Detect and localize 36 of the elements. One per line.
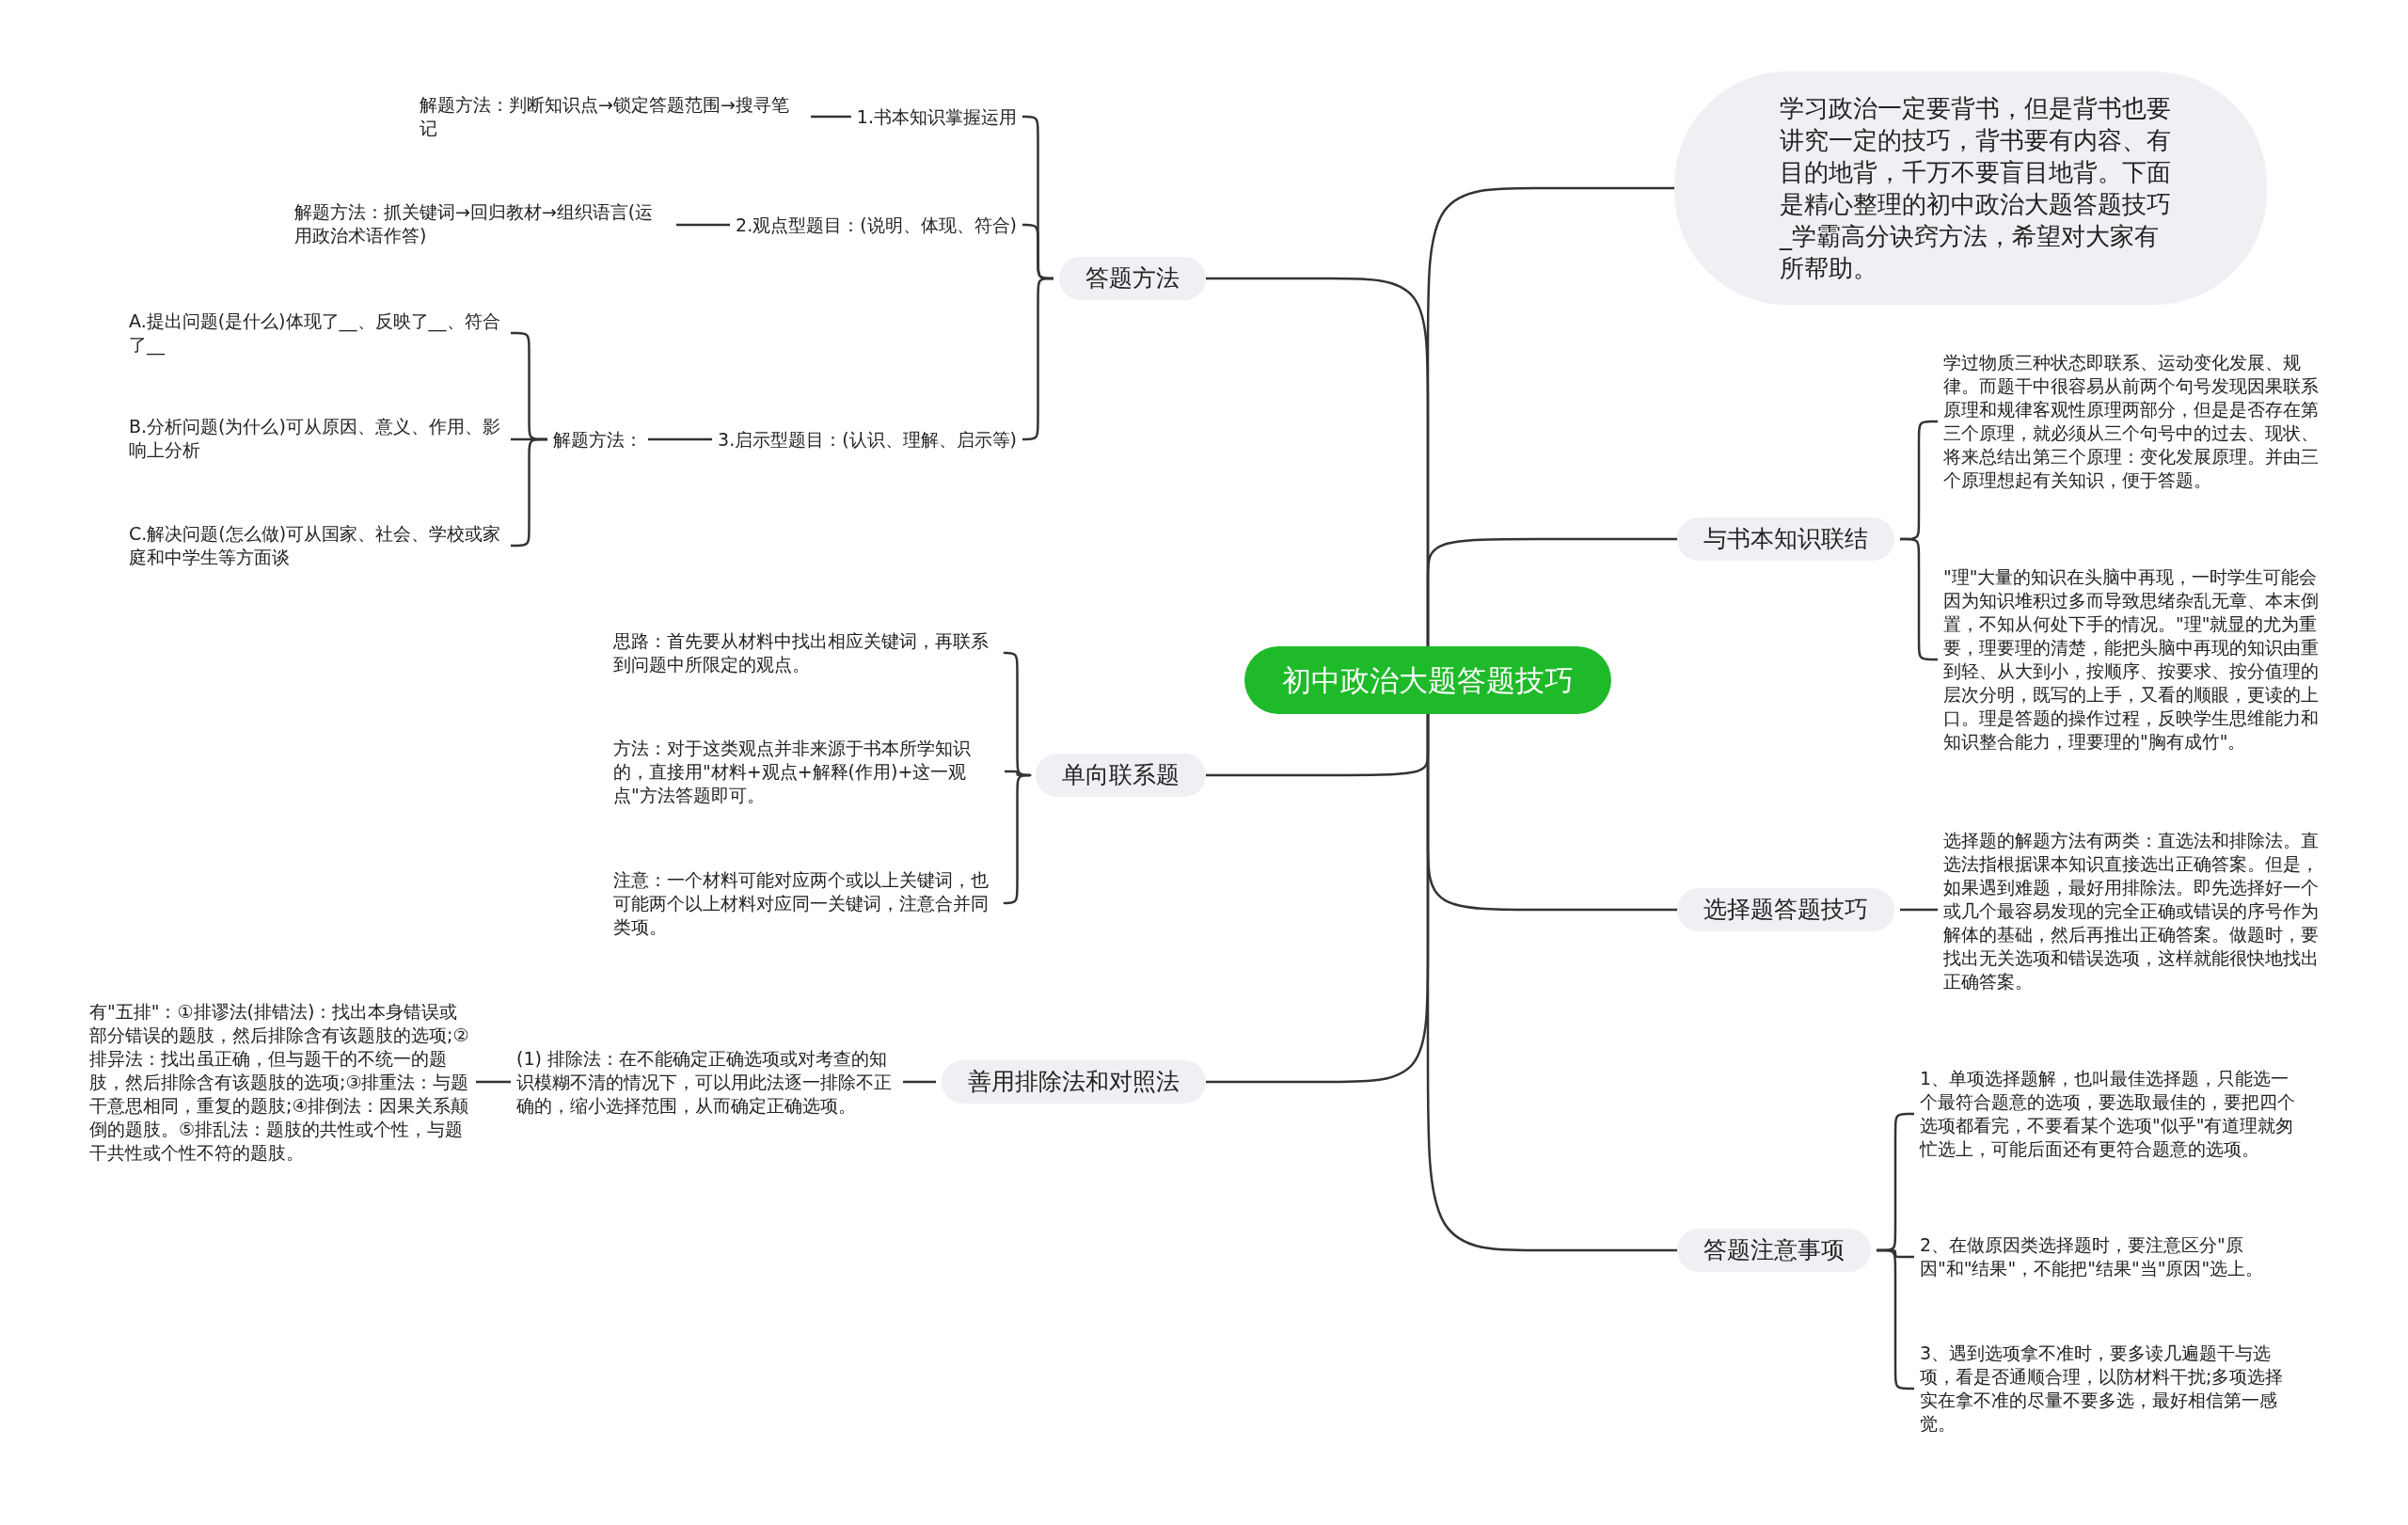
connector-line [676, 223, 731, 227]
note-text: 解题方法：抓关键词→回归教材→组织语言(运用政治术语作答) [294, 200, 671, 247]
connector-line [476, 1080, 511, 1084]
connector-line [1900, 908, 1938, 912]
note-text: 注意：一个材料可能对应两个或以上关键词，也可能两个以上材料对应同一关键词，注意合并同类项。 [613, 867, 999, 939]
note-text: B.分析问题(为什么)可从原因、意义、作用、影响上分析 [129, 415, 505, 462]
note-text: 有"五排"：①排谬法(排错法)：找出本身错误或部分错误的题肢，然后排除含有该题肢的选项;②排异法：找出虽正确，但与题干的不统一的题肢，然后排除含有该题肢的选项;③排重法：与题干意思相同，重复的题肢;④排倒法：因果关系颠倒的题肢。⑤排乱法：题肢的共性或个性，与题干共性或个性不符的题肢。 [89, 999, 470, 1165]
note-text: 解题方法： [553, 427, 642, 452]
note-text: 2.观点型题目：(说明、体现、符合) [736, 213, 1017, 237]
note-text: 解题方法：判断知识点→锁定答题范围→搜寻笔记 [420, 93, 805, 140]
topic-pill: 单向联系题 [1036, 754, 1206, 797]
topic-pill: 与书本知识联结 [1677, 517, 1894, 561]
note-text: 1、单项选择题解，也叫最佳选择题，只能选一个最符合题意的选项，要选取最佳的，要把四个选项都看完，不要看某个选项"似乎"有道理就匆忙选上，可能后面还有更符合题意的选项。 [1920, 1067, 2301, 1161]
note-text: 选择题的解题方法有两类：直选法和排除法。直选法指根据课本知识直接选出正确答案。但是，如果遇到难题，最好用排除法。即先选择好一个或几个最容易发现的完全正确或错误的序号作为解体的基础，然后再推出正确答案。做题时，要找出无关选项和错误选项，这样就能很快地找出正确答案。 [1943, 828, 2324, 993]
note-text: (1) 排除法：在不能确定正确选项或对考查的知识模糊不清的情况下，可以用此法逐一排除不正确的，缩小选择范围，从而确定正确选项。 [516, 1046, 897, 1118]
note-text: 1.书本知识掌握运用 [856, 104, 1017, 129]
topic-pill: 答题注意事项 [1677, 1229, 1871, 1272]
intro-bubble: 学习政治一定要背书，但是背书也要讲究一定的技巧，背书要有内容、有目的地背，千万不要盲目地背。下面是精心整理的初中政治大题答题技巧_学霸高分诀窍方法，希望对大家有所帮助。 [1674, 71, 2267, 305]
central-topic: 初中政治大题答题技巧 [1244, 646, 1611, 714]
note-text: C.解决问题(怎么做)可从国家、社会、学校或家庭和中学生等方面谈 [129, 522, 505, 569]
note-text: 思路：首先要从材料中找出相应关键词，再联系到问题中所限定的观点。 [613, 629, 999, 676]
topic-pill: 善用排除法和对照法 [942, 1060, 1206, 1104]
note-text: 学过物质三种状态即联系、运动变化发展、规律。而题干中很容易从前两个句号发现因果联系原理和规律客观性原理两部分，但是是否存在第三个原理，就必须从三个句号中的过去、现状、将来总结出第三个原理：变化发展原理。并由三个原理想起有关知识，便于答题。 [1943, 351, 2324, 492]
topic-pill: 选择题答题技巧 [1677, 888, 1894, 931]
connector-line [811, 115, 851, 119]
note-text: "理"大量的知识在头脑中再现，一时学生可能会因为知识堆积过多而导致思绪杂乱无章、本末倒置，不知从何处下手的情况。"理"就显的尤为重要，理要理的清楚，能把头脑中再现的知识由重到轻、从大到小，按顺序、按要求、按分值理的层次分明，既写的上手，又看的顺眼，更读的上口。理是答题的操作过程，反映学生思维能力和知识整合能力，理要理的"胸有成竹"。 [1943, 565, 2324, 754]
topic-pill: 答题方法 [1059, 257, 1206, 300]
connector-line [648, 437, 713, 441]
note-text: A.提出问题(是什么)体现了__、反映了__、符合了__ [129, 310, 505, 357]
connector-line [1426, 714, 1677, 1252]
connector-line [903, 1080, 936, 1084]
connector-line [1426, 537, 1677, 646]
note-text: 方法：对于这类观点并非来源于书本所学知识的，直接用"材料+观点+解释(作用)+这一观点"方法答题即可。 [613, 736, 999, 807]
note-text: 3.启示型题目：(认识、理解、启示等) [718, 427, 1017, 452]
note-text: 3、遇到选项拿不准时，要多读几遍题干与选项，看是否通顺合理，以防材料干扰;多项选择实在拿不准的尽量不要多选，最好相信第一感觉。 [1920, 1342, 2301, 1436]
note-text: 2、在做原因类选择题时，要注意区分"原因"和"结果"，不能把"结果"当"原因"选上。 [1920, 1233, 2301, 1280]
